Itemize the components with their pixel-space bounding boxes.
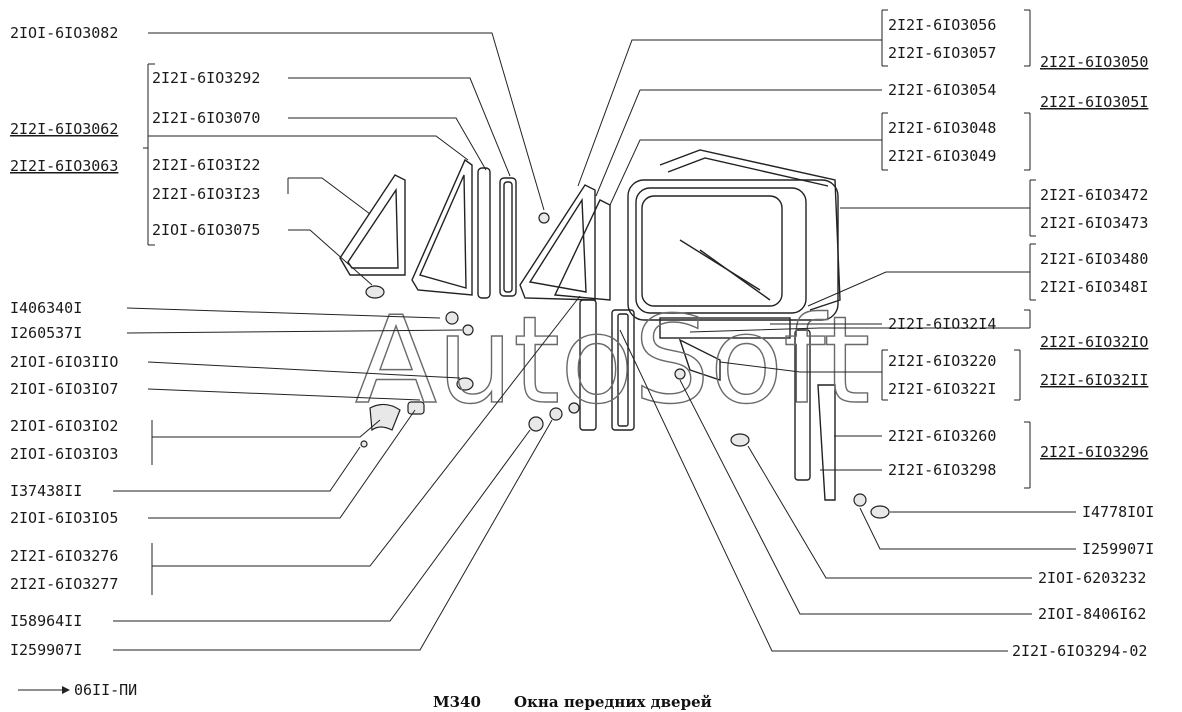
label-2121-6103054: 2I2I-6IO3054 [888,81,996,99]
door-glass [627,149,841,321]
caption-code: M340 [433,693,481,711]
guide-rails [579,299,635,431]
left-labels: 2IOI-6IO3082 2I2I-6IO3292 2I2I-6IO3062 2… [10,24,260,659]
label-2101-6103102: 2IOI-6IO3IO2 [10,417,118,435]
label-2121-6103049: 2I2I-6IO3049 [888,147,996,165]
label-2101-6103075: 2IOI-6IO3075 [152,221,260,239]
parts-drawing [339,149,890,519]
label-2121-6103292: 2I2I-6IO3292 [152,69,260,87]
label-2121-6103211: 2I2I-6IO32II [1040,371,1148,389]
vent-window-seals [477,167,517,299]
label-2121-6103051: 2I2I-6IO305I [1040,93,1148,111]
label-2121-6103294: 2I2I-6IO3294-02 [1012,642,1147,660]
label-2121-6103214: 2I2I-6IO32I4 [888,315,996,333]
label-2101-8406162: 2IOI-8406I62 [1038,605,1146,623]
label-2121-6103296: 2I2I-6IO3296 [1040,443,1148,461]
label-1406340: I406340I [10,299,82,317]
label-2101-6203232: 2IOI-6203232 [1038,569,1146,587]
label-2121-6103481: 2I2I-6IO348I [1040,278,1148,296]
label-2121-6103277: 2I2I-6IO3277 [10,575,118,593]
label-2121-6103260: 2I2I-6IO3260 [888,427,996,445]
label-2121-6103472: 2I2I-6IO3472 [1040,186,1148,204]
label-2101-6103107: 2IOI-6IO3IO7 [10,380,118,398]
label-2121-6103057: 2I2I-6IO3057 [888,44,996,62]
label-2121-6103210: 2I2I-6IO32IO [1040,333,1148,351]
label-1477810: I4778IOI [1082,503,1154,521]
label-1259907-right: I259907I [1082,540,1154,558]
watermark-text: AutoSoft [355,292,870,431]
label-2121-6103122: 2I2I-6IO3I22 [152,156,260,174]
label-2121-6103298: 2I2I-6IO3298 [888,461,996,479]
label-2121-6103123: 2I2I-6IO3I23 [152,185,260,203]
label-2101-6103110: 2IOI-6IO3IIO [10,353,118,371]
regulator-bracket [659,317,836,501]
label-1589641: I58964II [10,612,82,630]
vent-glass [519,184,611,301]
label-1259907-left: I259907I [10,641,82,659]
label-2121-6103056: 2I2I-6IO3056 [888,16,996,34]
label-2121-6103276: 2I2I-6IO3276 [10,547,118,565]
footer-reference: 06II-ПИ [74,681,137,699]
leader-lines [18,9,1076,694]
label-2121-6103048: 2I2I-6IO3048 [888,119,996,137]
label-2121-6103062: 2I2I-6IO3062 [10,120,118,138]
label-2121-6103050: 2I2I-6IO3050 [1040,53,1148,71]
label-2121-6103221: 2I2I-6IO322I [888,380,996,398]
label-2101-6103105: 2IOI-6IO3IO5 [10,509,118,527]
label-2121-6103220: 2I2I-6IO3220 [888,352,996,370]
label-2101-6103103: 2IOI-6IO3IO3 [10,445,118,463]
right-labels: 2I2I-6IO3056 2I2I-6IO3057 2I2I-6IO3050 2… [888,16,1154,660]
label-2121-6103070: 2I2I-6IO3070 [152,109,260,127]
hardware-parts [360,212,890,519]
label-2121-6103480: 2I2I-6IO3480 [1040,250,1148,268]
label-1260537: I260537I [10,324,82,342]
label-2121-6103473: 2I2I-6IO3473 [1040,214,1148,232]
label-2121-6103063: 2I2I-6IO3063 [10,157,118,175]
label-1374381: I37438II [10,482,82,500]
label-2101-6103082: 2IOI-6IO3082 [10,24,118,42]
caption-title: Окна передних дверей [514,693,712,711]
